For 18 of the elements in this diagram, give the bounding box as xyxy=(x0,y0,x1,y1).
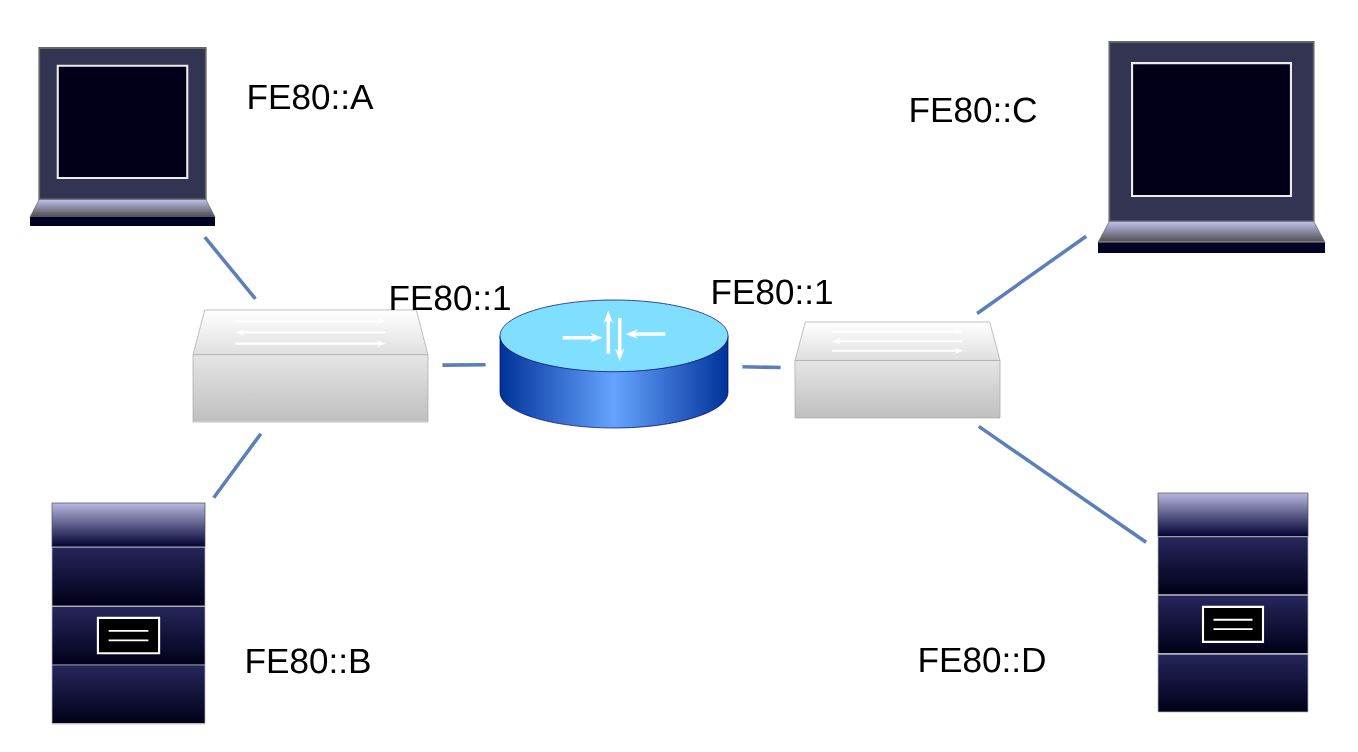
link-line xyxy=(212,432,263,499)
address-label: FE80::A xyxy=(249,84,374,110)
address-label: FE80::1 xyxy=(391,285,510,311)
address-label: FE80::D xyxy=(920,647,1045,673)
link-line xyxy=(203,236,257,300)
link-line xyxy=(977,424,1148,544)
address-label: FE80::B xyxy=(247,648,370,674)
switch-drawing xyxy=(192,309,429,423)
address-label: FE80::C xyxy=(911,97,1037,123)
switch-drawing xyxy=(794,321,1001,419)
link-line xyxy=(976,234,1088,315)
laptop-drawing xyxy=(1097,41,1326,253)
server-drawing xyxy=(51,502,206,725)
link-line xyxy=(442,363,486,367)
server-drawing xyxy=(1157,492,1309,713)
address-label: FE80::1 xyxy=(713,279,832,305)
link-line xyxy=(742,364,781,370)
laptop-drawing xyxy=(29,47,216,226)
